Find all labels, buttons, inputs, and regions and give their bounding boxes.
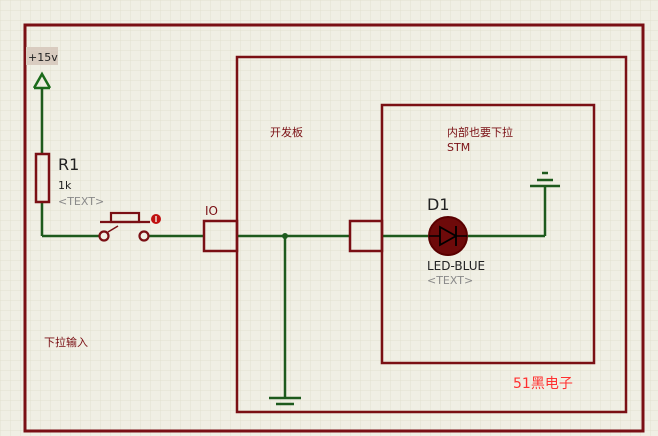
outer-frame xyxy=(23,23,645,433)
ground-icon xyxy=(269,396,301,406)
resistor-icon xyxy=(34,152,51,204)
d1-ref-label: D1 xyxy=(427,195,450,214)
r1-text-placeholder: <TEXT> xyxy=(58,195,104,208)
power-label-bg xyxy=(26,47,58,65)
wires xyxy=(40,88,547,398)
pushbutton-icon xyxy=(98,211,150,242)
stm-label: STM xyxy=(447,141,470,154)
d1-value-label: LED-BLUE xyxy=(427,259,485,273)
wire-junction-dot xyxy=(282,233,288,239)
supply-terminal-icon xyxy=(530,171,560,188)
d1-text-placeholder: <TEXT> xyxy=(427,274,473,287)
stm-connector xyxy=(348,219,384,253)
board-label: 开发板 xyxy=(270,125,303,139)
power-label: +15v xyxy=(28,51,58,64)
button-pin-dot xyxy=(151,214,161,224)
led-icon xyxy=(428,216,468,256)
io-connector xyxy=(202,219,239,253)
io-label: IO xyxy=(205,204,218,218)
r1-value-label: 1k xyxy=(58,179,72,192)
watermark-label: 51黑电子 xyxy=(513,376,573,392)
pulldown-input-label: 下拉输入 xyxy=(44,335,88,349)
r1-ref-label: R1 xyxy=(58,155,79,174)
inner-pulldown-label: 内部也要下拉 xyxy=(447,125,513,139)
